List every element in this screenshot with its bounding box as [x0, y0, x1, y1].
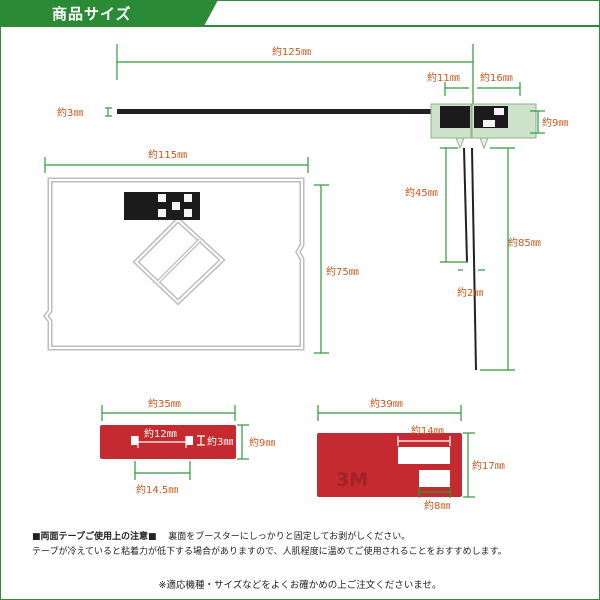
note-line-1: ■両面テープご使用上の注意■ 裏面をブースターにしっかりと固定してお剥がしくださ… [32, 530, 592, 545]
label-tape-small-width: 約35㎜ [148, 397, 181, 410]
header-tab [0, 0, 218, 26]
note-heading: ■両面テープご使用上の注意■ [32, 532, 157, 542]
usage-notes: ■両面テープご使用上の注意■ 裏面をブースターにしっかりと固定してお剥がしくださ… [32, 530, 592, 560]
lead-long [471, 147, 477, 371]
label-tape-large-width: 約39㎜ [370, 397, 403, 410]
cable-antenna: 約125㎜ 約11㎜ 約16㎜ 約9㎜ 約45 [57, 44, 568, 371]
footer-note: ※適応機種・サイズなどをよくお確かめの上ご注文くださいませ。 [158, 580, 442, 591]
tape-small: 約35㎜ 約12㎜ 約3㎜ 約9㎜ 約14.5㎜ [100, 397, 275, 496]
tape-large-small-window [419, 470, 450, 487]
note-line-1-text: 裏面をブースターにしっかりと固定してお剥がしください。 [168, 532, 411, 542]
connector-chip-left [440, 106, 470, 128]
label-tape-large-height: 約17㎜ [472, 459, 505, 472]
tape-small-hole-right [186, 436, 193, 445]
header-bar: 商品サイズ [0, 0, 600, 27]
tape-logo: 3M [336, 469, 368, 491]
label-cable-length: 約125㎜ [272, 45, 311, 58]
label-tape-small-spacing: 約14.5㎜ [136, 483, 178, 496]
label-lead-short: 約45㎜ [405, 186, 438, 199]
label-film-height: 約75㎜ [326, 265, 359, 278]
lead-short [463, 147, 468, 263]
tape-large: 約39㎜ 3M 約14㎜ 約17㎜ 約8㎜ [317, 397, 505, 512]
tape-small-hole-left [131, 436, 138, 445]
label-cable-thickness: 約3㎜ [57, 106, 83, 119]
label-lead-gap: 約2㎜ [457, 286, 483, 299]
label-connector-right: 約16㎜ [480, 71, 513, 84]
size-diagram: 約125㎜ 約11㎜ 約16㎜ 約9㎜ 約45 [42, 44, 568, 512]
cable-body [117, 109, 470, 114]
label-tape-large-small-window: 約8㎜ [424, 499, 450, 512]
tape-large-window [398, 447, 450, 464]
header-underline [0, 25, 600, 27]
label-tape-small-height: 約9㎜ [249, 436, 275, 449]
label-tape-large-window: 約14㎜ [411, 424, 444, 437]
page-title: 商品サイズ [52, 5, 132, 23]
label-film-width: 約115㎜ [148, 148, 187, 161]
label-tape-small-hole: 約3㎜ [207, 435, 233, 448]
label-tape-small-inner: 約12㎜ [144, 427, 177, 440]
film-antenna: 約115㎜ 約75㎜ [42, 148, 359, 354]
label-lead-long: 約85㎜ [508, 236, 541, 249]
note-line-2: テープが冷えていると粘着力が低下する場合がありますので、人肌程度に温めてご使用さ… [32, 547, 507, 557]
label-connector-height: 約9㎜ [542, 116, 568, 129]
label-connector-left: 約11㎜ [427, 71, 460, 84]
